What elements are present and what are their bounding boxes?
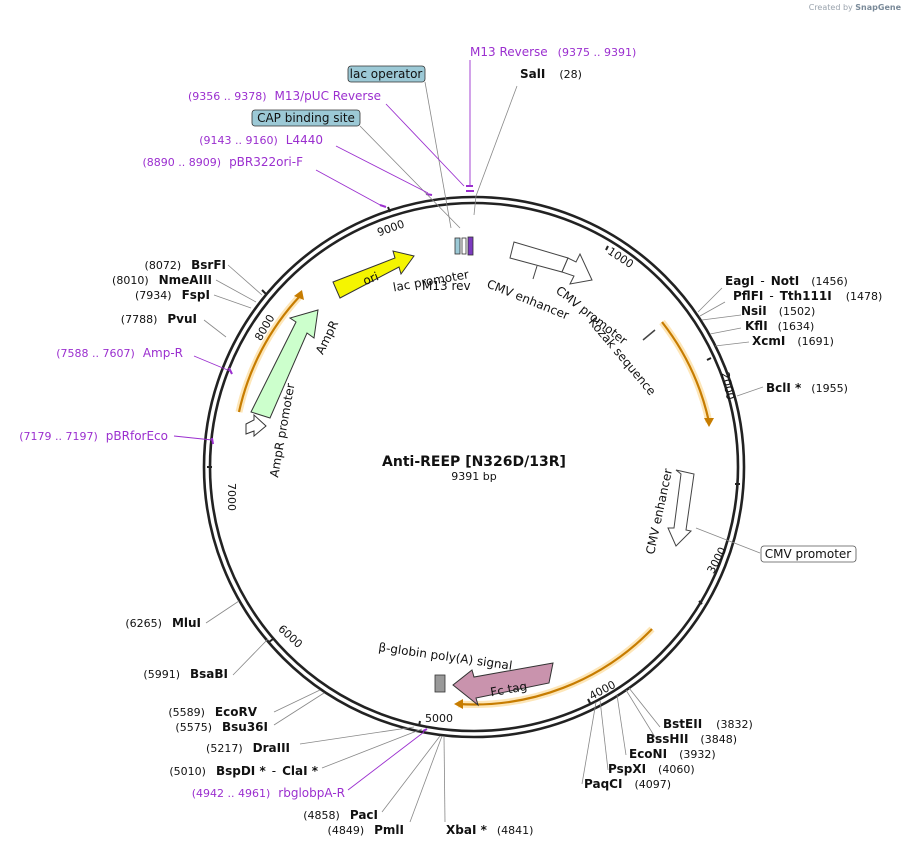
site-pvui: (7788)PvuI <box>121 312 197 326</box>
backbone-outer <box>202 195 746 739</box>
cap-site-box: CAP binding site <box>251 109 361 127</box>
ampr-arrow <box>250 309 319 419</box>
primer-pbr322ori-f: (8890 .. 8909)pBR322ori-F <box>143 155 304 169</box>
plasmid-length: 9391 bp <box>451 470 496 483</box>
tick-label-2000: 2000 <box>718 371 737 401</box>
cmv-enhancer-arrow-1 <box>509 241 569 273</box>
site-labels-left: (4849)PmlI (4858)PacI (5010)BspDI *-ClaI… <box>112 258 404 837</box>
site-nsii: NsiI(1502) <box>741 304 815 318</box>
cmv-promoter-leader <box>695 527 761 554</box>
ampr-label: AmpR <box>313 318 341 356</box>
credit-prefix: Created by <box>808 3 853 12</box>
site-pspxi: PspXI(4060) <box>608 762 695 776</box>
cds-arc-bottom <box>457 628 653 706</box>
lac-promoter-blocks <box>454 236 474 256</box>
fc-tag-arrow <box>452 662 554 707</box>
primer-l4440: (9143 .. 9160)L4440 <box>199 133 323 147</box>
site-ecorv: (5589)EcoRV <box>168 705 257 719</box>
site-labels-right: SalI(28) EagI-NotI(1456) PflFI-Tth111I(1… <box>446 67 882 837</box>
cmv-enhancer-arrow-2 <box>667 469 695 547</box>
site-draiii: (5217)DraIII <box>206 741 290 755</box>
site-eagi-noti: EagI-NotI(1456) <box>725 274 848 288</box>
ori-arrow <box>332 250 415 299</box>
cds-arcs <box>235 290 714 709</box>
site-fspi: (7934)FspI <box>135 288 210 302</box>
ori-label: ori <box>361 269 381 288</box>
site-paqci: PaqCI(4097) <box>584 777 671 791</box>
snapgene-logo: SnapGene <box>855 3 901 12</box>
polya-label: β-globin poly(A) signal <box>378 640 514 673</box>
cap-site-text: CAP binding site <box>257 111 355 125</box>
site-nmeaiii: (8010)NmeAIII <box>112 273 212 287</box>
site-paci: (4858)PacI <box>303 808 378 822</box>
site-xcmi: XcmI(1691) <box>752 334 834 348</box>
site-mlui: (6265)MluI <box>125 616 201 630</box>
cmv-enhancer-label-1: CMV enhancer <box>485 277 571 323</box>
site-bsshii: BssHII(3848) <box>646 732 737 746</box>
site-bspdi-clai: (5010)BspDI *-ClaI * <box>169 764 318 778</box>
cmv-promoter-box-text: CMV promoter <box>765 547 852 561</box>
cmv-promoter-box: CMV promoter <box>760 545 857 563</box>
site-sali: SalI(28) <box>520 67 582 81</box>
primer-m13-puc-reverse: (9356 .. 9378)M13/pUC Reverse <box>188 89 381 103</box>
site-leaders <box>203 81 764 823</box>
site-bsu36i: (5575)Bsu36I <box>175 720 268 734</box>
site-bsrfi: (8072)BsrFI <box>145 258 226 272</box>
plasmid-name: Anti-REEP [N326D/13R] <box>382 454 566 470</box>
cmv-promoter-arrow-1 <box>561 252 593 285</box>
tick-label-3000: 3000 <box>705 545 730 576</box>
primer-m13-reverse: M13 Reverse(9375 .. 9391) <box>470 45 636 59</box>
tick-label-7000: 7000 <box>225 483 238 511</box>
site-kfli: KflI(1634) <box>745 319 814 333</box>
site-bsabi: (5991)BsaBI <box>143 667 228 681</box>
primer-rbglobpa-r: (4942 .. 4961)rbglobpA-R <box>192 786 345 800</box>
ampr-promoter-arrow <box>245 413 267 438</box>
site-xbai: XbaI *(4841) <box>446 823 533 837</box>
site-pmli: (4849)PmlI <box>328 823 404 837</box>
cds-arc-right <box>661 321 711 423</box>
site-bsteii: BstEII(3832) <box>663 717 753 731</box>
polya-block <box>434 674 446 693</box>
primer-amp-r: (7588 .. 7607)Amp-R <box>56 346 183 360</box>
cmv-enhancer-label-2: CMV enhancer <box>643 467 675 555</box>
m13-rev-label: M13 rev <box>422 279 471 293</box>
site-bcli: BclI *(1955) <box>766 381 848 395</box>
fc-tag-label: Fc tag <box>489 679 528 699</box>
kozak-label: Kozak sequence <box>586 315 659 398</box>
cds-arc-left <box>237 295 301 413</box>
site-econi: EcoNI(3932) <box>629 747 716 761</box>
snapgene-credit: Created by SnapGene <box>809 3 901 12</box>
tick-label-5000: 5000 <box>425 712 453 725</box>
primer-labels: M13 Reverse(9375 .. 9391) (9356 .. 9378)… <box>19 45 636 800</box>
primer-leaders <box>173 60 471 791</box>
site-pflfi-tth111i: PflFI-Tth111I(1478) <box>733 289 882 303</box>
primer-pbrforeco: (7179 .. 7197)pBRforEco <box>19 429 168 443</box>
lac-operator-box: lac operator <box>347 65 426 83</box>
lac-operator-text: lac operator <box>350 67 423 81</box>
tick-marks <box>207 206 740 727</box>
